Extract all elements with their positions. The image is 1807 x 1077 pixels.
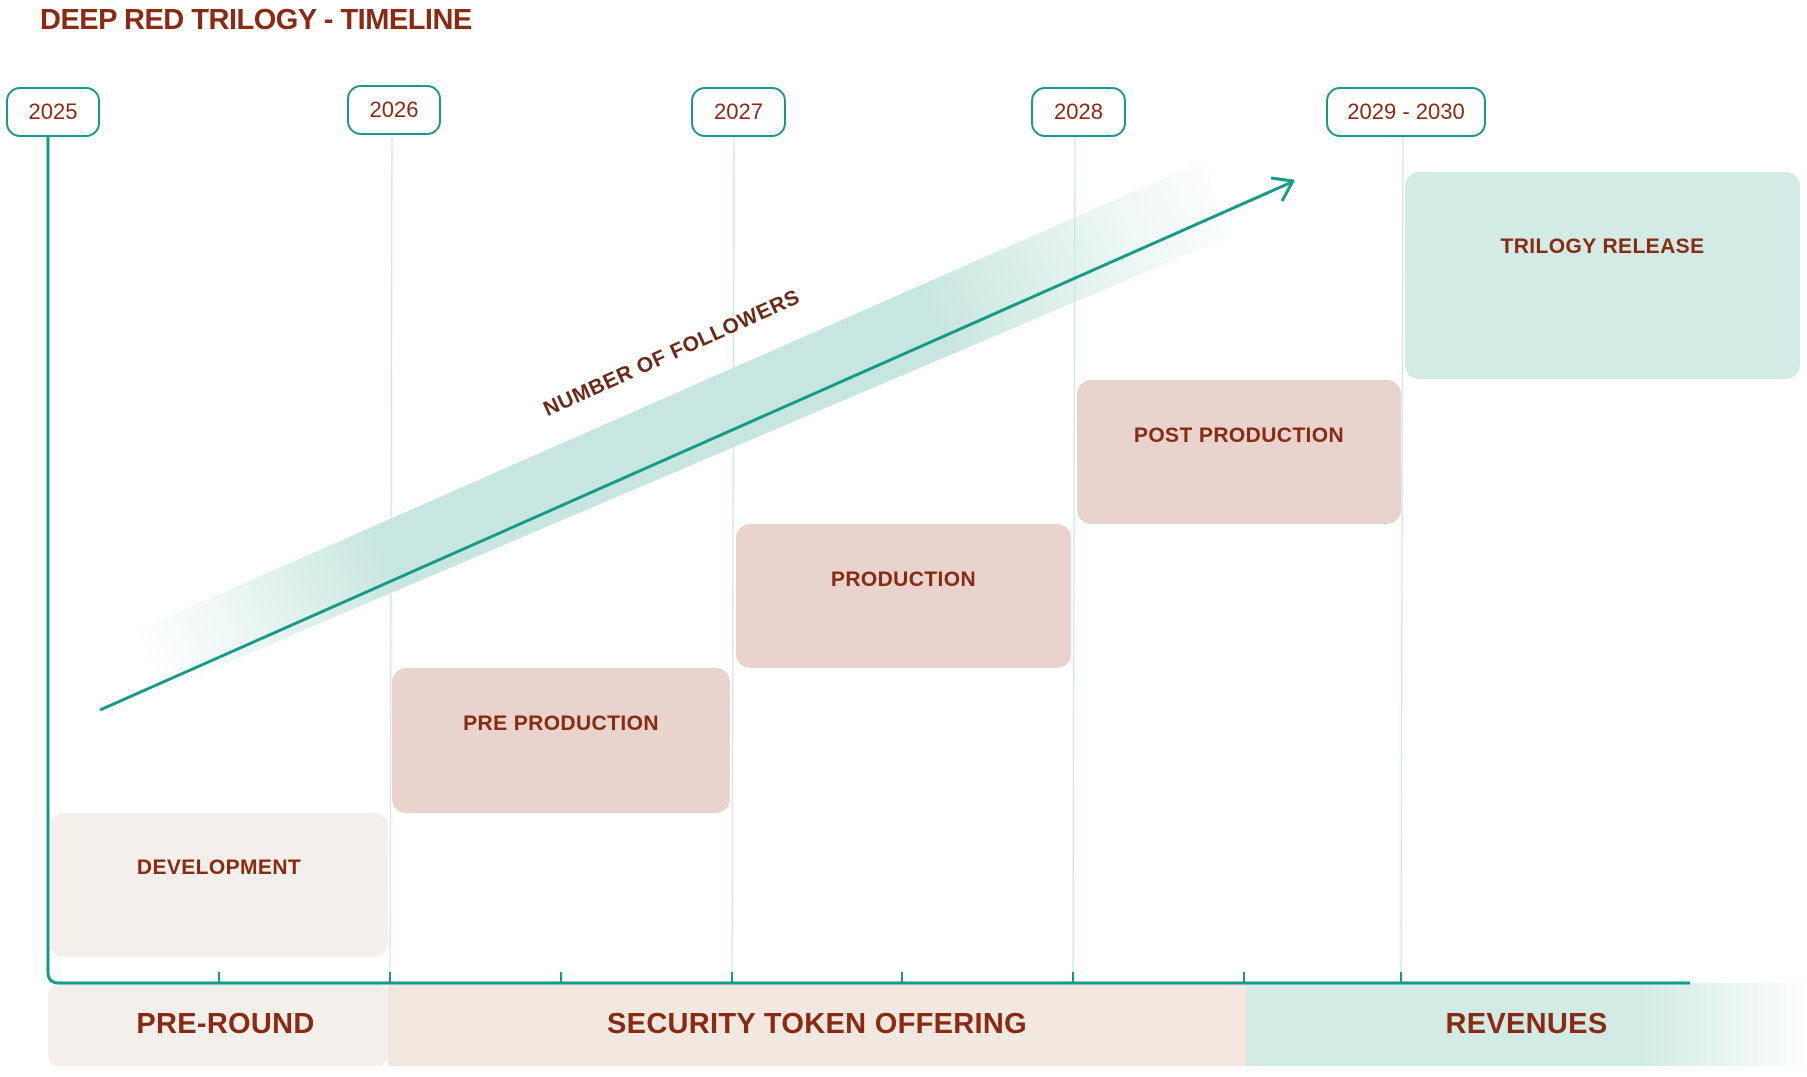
phase-trilogy-release: TRILOGY RELEASE (1405, 172, 1800, 379)
timeline-axis (46, 137, 1690, 985)
year-marker-2026: 2026 (347, 85, 441, 135)
band-revenues: REVENUES (1445, 1008, 1608, 1040)
phase-pre-production: PRE PRODUCTION (392, 668, 730, 813)
phase-post-production: POST PRODUCTION (1077, 380, 1401, 524)
gridline-2027 (731, 136, 735, 984)
year-marker-2028: 2028 (1031, 87, 1126, 137)
followers-arrow-head (1270, 176, 1295, 202)
phase-production-label: PRODUCTION (830, 568, 977, 591)
phase-pre-production-label: PRE PRODUCTION (463, 712, 659, 735)
followers-arrow-line (99, 180, 1293, 712)
year-marker-2027: 2027 (691, 87, 786, 137)
year-marker-2025: 2025 (6, 87, 100, 137)
phase-production: PRODUCTION (736, 524, 1071, 668)
gridline-2029 (1400, 136, 1404, 984)
year-marker-2029-2030: 2029 - 2030 (1326, 87, 1486, 137)
phase-trilogy-release-label: TRILOGY RELEASE (1500, 235, 1705, 258)
band-security-token-offering: SECURITY TOKEN OFFERING (607, 1008, 1027, 1040)
phase-development-label: DEVELOPMENT (136, 856, 302, 879)
band-bg-pre-round (48, 983, 388, 1066)
band-pre-round: PRE-ROUND (136, 1008, 315, 1040)
phase-development: DEVELOPMENT (50, 813, 388, 957)
followers-growth-band (115, 160, 1225, 700)
band-bg-revenues (1246, 983, 1807, 1066)
page-title: DEEP RED TRILOGY - TIMELINE (40, 4, 472, 36)
phase-post-production-label: POST PRODUCTION (1133, 424, 1345, 447)
band-bg-sto (388, 983, 1246, 1066)
gridline-2026 (389, 136, 393, 984)
